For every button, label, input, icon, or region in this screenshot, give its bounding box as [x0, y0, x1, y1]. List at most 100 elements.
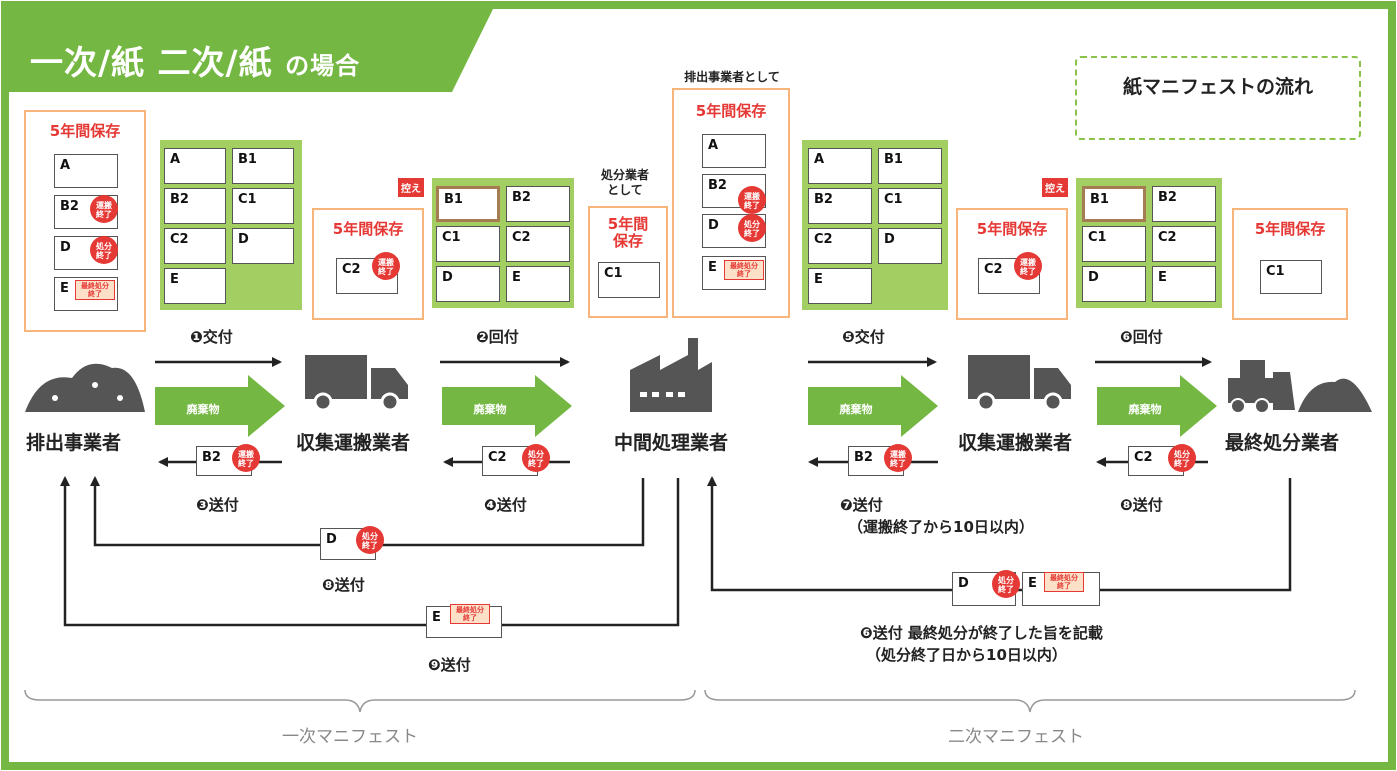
swap-badge: 控え — [398, 178, 424, 197]
waste-label-2: 廃棄物 — [473, 403, 507, 416]
step-5-issue: ❺交付 — [842, 328, 885, 346]
actor-discharger: 排出事業者 — [26, 432, 122, 454]
truck-icon-2 — [968, 355, 1071, 412]
callout-collector2-storage: 5年間保存 C2 — [956, 208, 1068, 320]
actor-final: 最終処分業者 — [1225, 432, 1340, 454]
brace-secondary — [704, 689, 1356, 713]
waste-arrow-5 — [808, 375, 938, 437]
stamp-transport-done: 運搬終了 — [372, 252, 400, 280]
path-return-9 — [60, 476, 680, 627]
stamp-disposal-done: 処分終了 — [992, 570, 1020, 598]
card-E: E — [1152, 266, 1216, 302]
callout-final-storage: 5年間保存 C1 — [1232, 208, 1348, 320]
step-6-send-final: ❻送付 最終処分が終了した旨を記載 — [860, 624, 1103, 642]
secondary-manifest-label: 二次マニフェスト — [948, 727, 1084, 747]
actor-collector-1: 収集運搬業者 — [296, 432, 411, 454]
truck-icon-1 — [305, 355, 408, 412]
step-3-send: ❸送付 — [196, 496, 239, 514]
card-D: D — [1082, 266, 1146, 302]
swap-badge: 控え — [1042, 178, 1068, 197]
card-D: D — [878, 228, 942, 264]
card-C1: C1 — [878, 188, 942, 224]
card-E: E — [164, 268, 226, 304]
waste-label-6: 廃棄物 — [1128, 403, 1162, 416]
stamp-final-done: 最終処分終了 — [724, 260, 764, 280]
storage-title: 5年間保存 — [607, 215, 649, 250]
storage-title: 5年間保存 — [49, 122, 121, 140]
stamp-final-done: 最終処分終了 — [450, 604, 490, 624]
stamp-transport-done: 運搬終了 — [1014, 252, 1042, 280]
factory-icon — [630, 338, 712, 412]
page-title: 一次/紙 二次/紙 の場合 — [30, 43, 361, 82]
storage-title: 5年間保存 — [976, 220, 1048, 238]
callout-processor-storage: 5年間保存 C1 — [588, 206, 668, 318]
step-6-circulate: ❻回付 — [1120, 328, 1163, 346]
card-B1: B1 — [878, 148, 942, 184]
card-E: E — [506, 266, 570, 302]
waste-arrow-2 — [442, 375, 572, 437]
stamp-disposal-done: 処分終了 — [522, 444, 550, 472]
stamp-transport-done: 運搬終了 — [738, 186, 766, 214]
card-D: D — [436, 266, 500, 302]
storage-title: 5年間保存 — [1254, 220, 1326, 238]
card-C2: C2 — [1152, 226, 1216, 262]
card-B1: B1 — [1082, 186, 1146, 222]
card-A: A — [164, 148, 226, 184]
step-9-send: ❾送付 — [428, 656, 471, 674]
card-A: A — [54, 154, 118, 188]
card-E: E — [808, 268, 872, 304]
callout-collector1-storage: 5年間保存 C2 — [312, 208, 424, 320]
step-8-send-a: ❽送付 — [1120, 496, 1163, 514]
card-C2: C2 — [808, 228, 872, 264]
title-banner — [5, 5, 495, 92]
stamp-disposal-done: 処分終了 — [90, 236, 118, 264]
step-7-send: ❼送付 — [840, 496, 883, 514]
stamp-final-done: 最終処分終了 — [75, 280, 115, 300]
card-A: A — [808, 148, 872, 184]
step-6-note: （処分終了日から10日以内） — [866, 646, 1067, 664]
card-B1: B1 — [436, 186, 500, 222]
storage-title: 5年間保存 — [332, 220, 404, 238]
stamp-transport-done: 運搬終了 — [884, 444, 912, 472]
card-C1: C1 — [1082, 226, 1146, 262]
card-D: D — [232, 228, 294, 264]
waste-arrow-1 — [155, 375, 285, 437]
step-8-send-b: ❽送付 — [322, 576, 365, 594]
card-C1: C1 — [1260, 260, 1322, 294]
waste-arrow-6 — [1097, 375, 1217, 437]
step-4-send: ❹送付 — [484, 496, 527, 514]
card-B2: B2 — [1152, 186, 1216, 222]
waste-label-5: 廃棄物 — [839, 403, 873, 416]
waste-pile-icon — [25, 363, 145, 412]
card-B2: B2 — [506, 186, 570, 222]
step-1-issue: ❶交付 — [190, 328, 233, 346]
stamp-disposal-done: 処分終了 — [356, 526, 384, 554]
waste-label-1: 廃棄物 — [186, 403, 220, 416]
card-A: A — [702, 134, 766, 168]
legend-box: 紙マニフェストの流れ — [1075, 56, 1361, 140]
primary-manifest-label: 一次マニフェスト — [282, 727, 418, 747]
stamp-disposal-done: 処分終了 — [1168, 444, 1196, 472]
step-2-circulate: ❷回付 — [476, 328, 519, 346]
step-7-note: （運搬終了から10日以内） — [848, 518, 1034, 536]
processor-as-label: 処分業者として — [600, 168, 649, 197]
stamp-transport-done: 運搬終了 — [90, 195, 118, 223]
card-C1: C1 — [436, 226, 500, 262]
card-B1: B1 — [232, 148, 294, 184]
card-C1: C1 — [598, 262, 660, 298]
stamp-transport-done: 運搬終了 — [232, 444, 260, 472]
card-B2: B2 — [164, 188, 226, 224]
actor-collector-2: 収集運搬業者 — [958, 432, 1073, 454]
bulldozer-icon — [1228, 360, 1372, 414]
callout-intermediate-storage: 5年間保存 A B2 D E — [672, 88, 790, 318]
legend-label: 紙マニフェストの流れ — [1122, 76, 1313, 98]
card-C2: C2 — [164, 228, 226, 264]
card-C1: C1 — [232, 188, 294, 224]
actor-intermediate: 中間処理業者 — [614, 432, 729, 454]
card-C2: C2 — [506, 226, 570, 262]
stamp-disposal-done: 処分終了 — [738, 214, 766, 242]
stamp-final-done: 最終処分終了 — [1044, 572, 1084, 592]
